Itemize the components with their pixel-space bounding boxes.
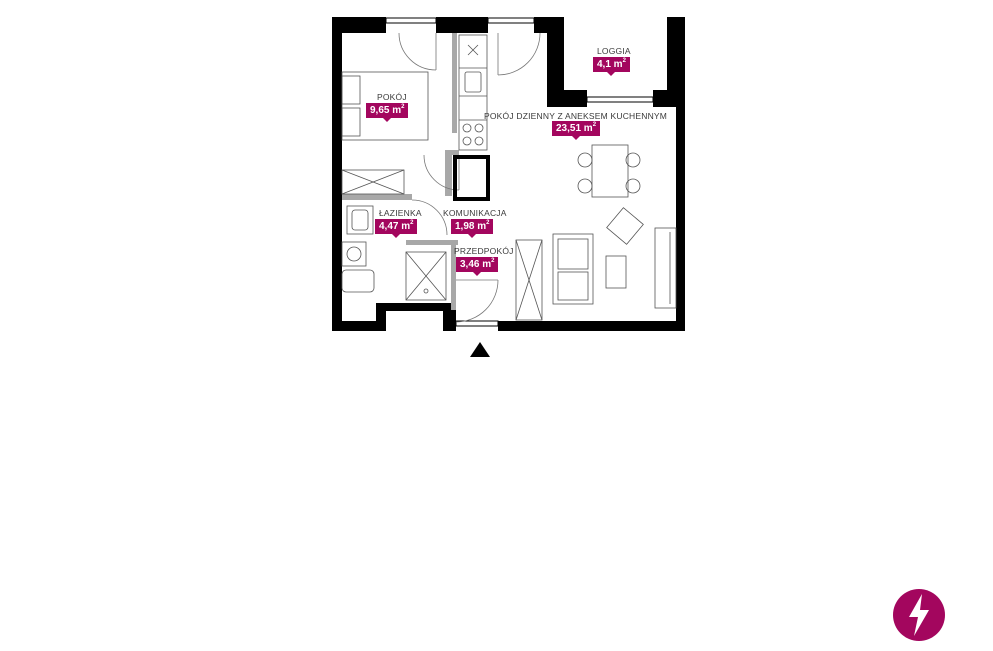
living-furniture bbox=[515, 144, 677, 321]
windows bbox=[385, 17, 654, 327]
room-name-dzienny: POKÓJ DZIENNY Z ANEKSEM KUCHENNYM bbox=[484, 111, 668, 121]
partitions bbox=[342, 33, 459, 310]
area-badge-loggia: 4,1 m2 bbox=[593, 57, 630, 76]
area-badge-pokoj: 9,65 m2 bbox=[366, 103, 409, 122]
bathroom-fixtures bbox=[341, 205, 447, 301]
kitchen-fixtures bbox=[458, 34, 488, 151]
entrance-arrow-icon bbox=[470, 342, 490, 357]
room-name-loggia: LOGGIA bbox=[597, 46, 631, 56]
area-badge-przedpokoj: 3,46 m2 bbox=[456, 257, 499, 276]
bedroom-furniture bbox=[341, 71, 429, 195]
area-badge-dzienny: 23,51 m2 bbox=[552, 121, 601, 140]
room-name-pokoj: POKÓJ bbox=[377, 92, 407, 102]
outer-walls bbox=[332, 17, 685, 331]
room-name-lazienka: ŁAZIENKA bbox=[379, 208, 422, 218]
area-badge-lazienka: 4,47 m2 bbox=[375, 219, 418, 238]
lightning-logo-icon bbox=[893, 589, 945, 641]
area-badge-komunikacja: 1,98 m2 bbox=[451, 219, 494, 238]
room-name-przedpokoj: PRZEDPOKÓJ bbox=[454, 246, 514, 256]
fridge bbox=[453, 155, 490, 201]
door-swings bbox=[398, 32, 541, 323]
room-name-komunikacja: KOMUNIKACJA bbox=[443, 208, 507, 218]
